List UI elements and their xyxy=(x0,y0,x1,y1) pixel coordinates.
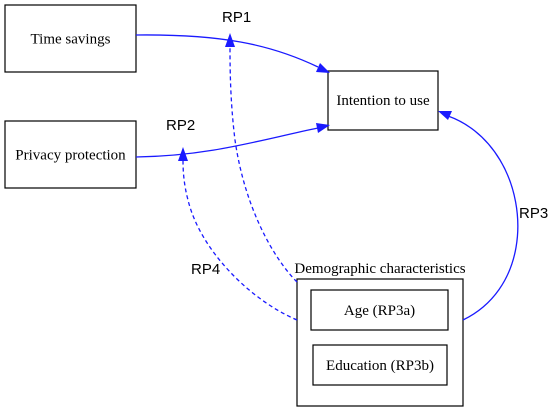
edge-demographics-to-intention xyxy=(447,115,519,321)
arrowhead-time-savings xyxy=(316,63,330,73)
edge-label-rp4: RP4 xyxy=(191,261,220,278)
edge-time-savings-to-intention xyxy=(135,34,319,68)
time-savings-label: Time savings xyxy=(31,32,111,48)
node-intention-to-use: Intention to use xyxy=(327,70,439,131)
edge-privacy-to-intention xyxy=(135,127,319,158)
privacy-protection-box xyxy=(4,120,137,189)
arrowhead-rp2 xyxy=(178,147,188,161)
intention-to-use-label: Intention to use xyxy=(336,93,430,109)
edge-label-rp2: RP2 xyxy=(166,117,195,134)
education-box xyxy=(312,344,448,386)
arrowhead-privacy xyxy=(316,123,330,133)
edge-label-rp3: RP3 xyxy=(519,205,548,222)
edge-label-rp1: RP1 xyxy=(222,9,251,26)
age-label: Age (RP3a) xyxy=(344,303,415,319)
arrowhead-rp1 xyxy=(225,33,235,47)
node-education: Education (RP3b) xyxy=(312,344,448,386)
time-savings-box xyxy=(4,4,137,73)
age-box xyxy=(310,289,449,331)
edges xyxy=(135,33,519,321)
node-time-savings: Time savings xyxy=(4,4,137,73)
edge-demographics-moderates-rp1 xyxy=(229,44,298,283)
edge-demographics-moderates-rp2 xyxy=(182,159,298,321)
intention-to-use-box xyxy=(327,70,439,131)
arrowhead-rp3 xyxy=(438,111,452,120)
node-privacy-protection: Privacy protection xyxy=(4,120,137,189)
privacy-protection-label: Privacy protection xyxy=(15,148,126,164)
education-label: Education (RP3b) xyxy=(326,358,434,374)
node-age: Age (RP3a) xyxy=(310,289,449,331)
demographic-group-label: Demographic characteristics xyxy=(294,261,465,277)
